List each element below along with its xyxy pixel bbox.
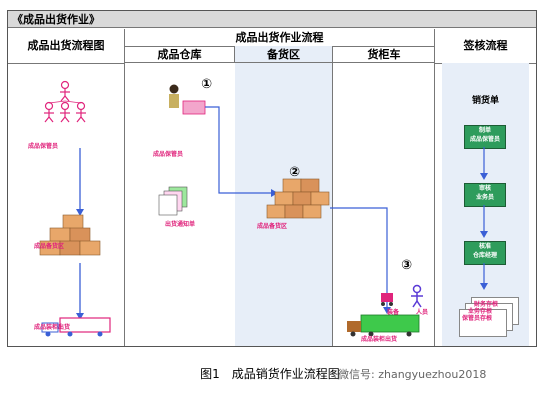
diagram-title: 《成品出货作业》: [8, 11, 536, 28]
documents-icon: [158, 186, 188, 216]
stub-sales: 业务存根: [468, 308, 493, 315]
middle-flow: [158, 84, 423, 337]
right-heading: 签核流程: [435, 29, 536, 64]
notice-label: 出货通知单: [165, 221, 196, 228]
step-review-role: 业务员: [475, 194, 494, 201]
step-two-marker: ②: [289, 165, 301, 180]
loading-truck-icon: [347, 314, 420, 337]
step-make-title: 制单: [478, 127, 491, 134]
doc-title: 销货单: [471, 96, 499, 106]
step-make: 制单 成品保管员: [464, 125, 506, 149]
staff-label: 人员: [416, 309, 429, 316]
right-column: 签核流程 销货单 制单 成品保管员 审核 业务员 核准 仓库经理 财务存根 业务…: [435, 29, 536, 346]
forklift-icon: [381, 293, 393, 306]
stub-finance: 财务存根: [474, 301, 499, 308]
lane-container: 货柜车: [333, 46, 435, 63]
left-flow: [39, 80, 111, 337]
watermark: 微信号: zhangyuezhou2018: [338, 368, 487, 381]
staging-label: 成品备货区: [257, 223, 288, 230]
step-approve: 核准 仓库经理: [464, 241, 506, 265]
people-icon: [44, 80, 86, 123]
keeper-label: 成品保管员: [153, 151, 184, 158]
left-heading: 成品出货流程图: [8, 29, 124, 64]
stub-front: [459, 309, 507, 337]
stub-keeper: 保管员存根: [462, 315, 493, 322]
lane-warehouse: 成品仓库: [125, 46, 235, 63]
step-make-role: 成品保管员: [469, 136, 500, 143]
keeper-icon: [169, 84, 206, 115]
loader-label: 装备: [387, 309, 400, 316]
step-approve-role: 仓库经理: [472, 252, 497, 259]
left-column: 成品出货流程图: [8, 29, 125, 346]
staging-boxes-icon: [266, 178, 330, 219]
step-one-marker: ①: [201, 77, 213, 92]
step-approve-title: 核准: [478, 243, 491, 250]
step-review-title: 审核: [478, 185, 491, 192]
boxes-icon: [39, 214, 101, 256]
left-staging-label: 成品备货区: [34, 243, 65, 250]
middle-heading: 成品出货作业流程: [125, 29, 434, 47]
middle-column: 成品出货作业流程 成品仓库 备货区 货柜车: [125, 29, 435, 346]
approval-arrows: [480, 147, 488, 290]
left-loading-label: 成品装柜出货: [34, 324, 71, 331]
diagram-frame: 《成品出货作业》 成品出货流程图: [7, 10, 537, 347]
step-three-marker: ③: [401, 258, 413, 273]
loading-label: 成品装柜出货: [361, 336, 398, 343]
lane-staging: 备货区: [235, 46, 333, 63]
figure-caption: 图1 成品销货作业流程图: [200, 367, 340, 381]
step-review: 审核 业务员: [464, 183, 506, 207]
worker-icon: [411, 284, 423, 308]
truck-icon: [41, 317, 111, 337]
left-keeper-label: 成品保管员: [28, 143, 59, 150]
